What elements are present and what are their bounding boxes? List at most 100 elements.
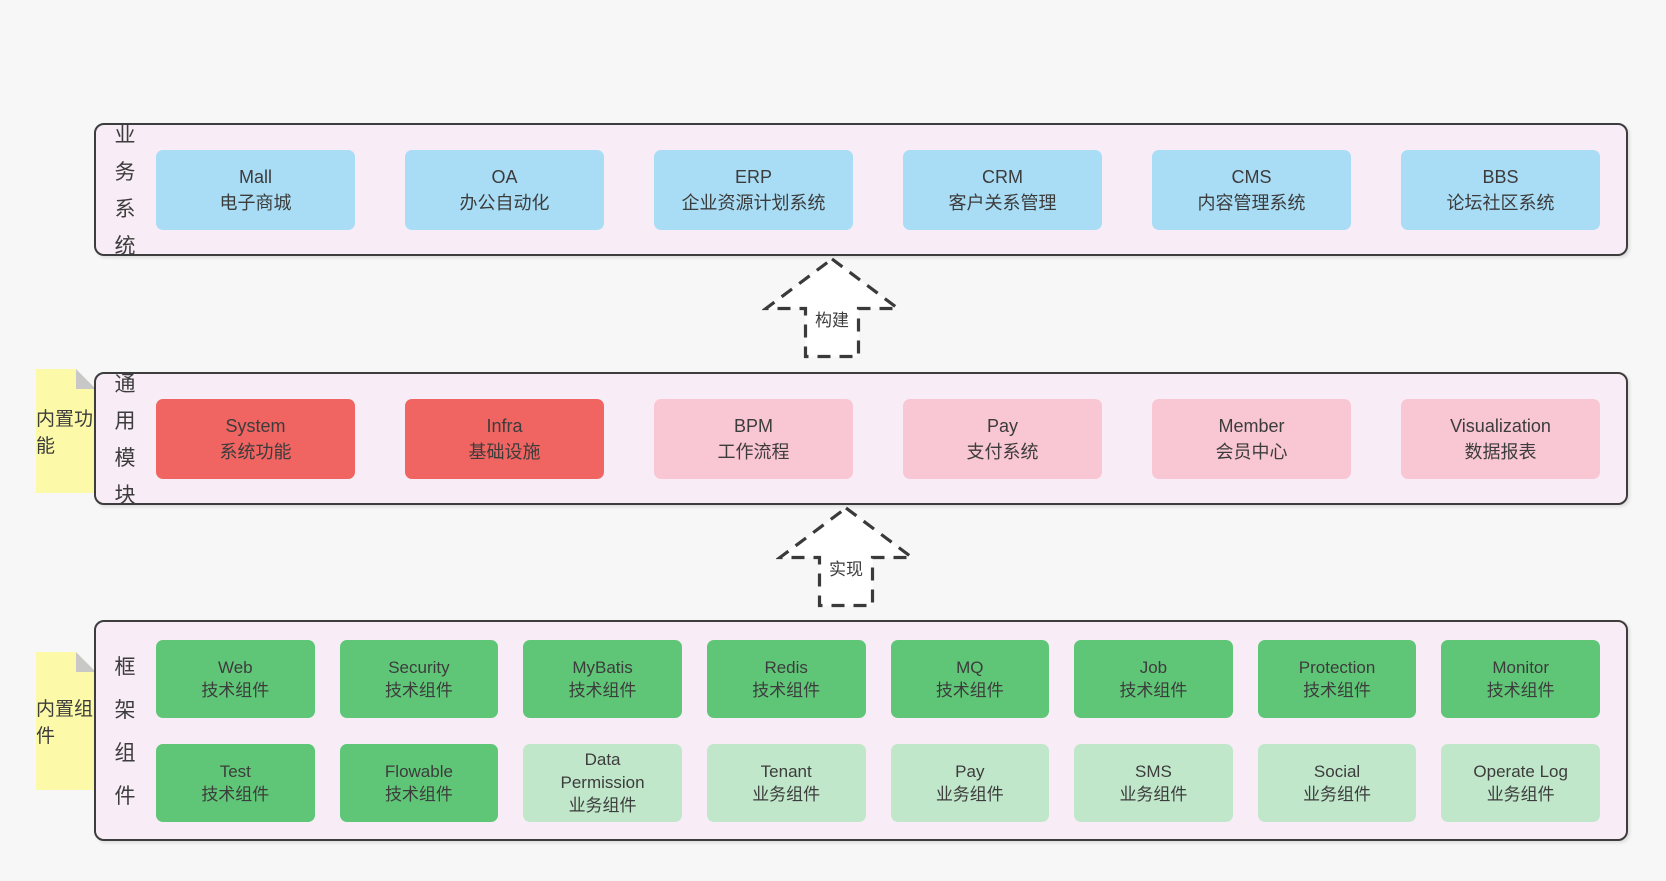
box-desc: 业务组件 <box>568 796 637 815</box>
box-desc: 业务组件 <box>1486 784 1555 804</box>
box-name: Job <box>1139 657 1168 677</box>
box-name: System <box>225 415 286 436</box>
label-char: 统 <box>114 235 136 258</box>
box-name: Test <box>219 761 251 781</box>
build-arrow-label: 构建 <box>815 311 849 330</box>
box-desc: 业务组件 <box>935 784 1004 804</box>
label-char: 架 <box>114 699 136 722</box>
sticky-note-label: 内置组件 <box>36 694 96 748</box>
sticky-note-builtin-components: 内置组件 <box>36 652 96 790</box>
box-monitor: Monitor 技术组件 <box>1441 639 1600 718</box>
box-desc: 会员中心 <box>1215 441 1288 462</box>
box-name: Data Permission <box>560 750 645 792</box>
box-desc: 系统功能 <box>219 441 292 462</box>
label-char: 件 <box>36 726 56 747</box>
box-name: OA <box>491 166 518 187</box>
box-name: Pay <box>955 761 985 781</box>
box-protection: Protection 技术组件 <box>1257 639 1417 718</box>
box-sms: SMS 业务组件 <box>1074 743 1233 822</box>
box-desc: 数据报表 <box>1464 441 1537 462</box>
box-name: Redis <box>764 657 808 677</box>
label-char: 内 <box>36 699 56 720</box>
box-name: Social <box>1313 761 1361 781</box>
box-name: Visualization <box>1450 415 1551 436</box>
label-char: 业 <box>114 124 136 147</box>
box-name: Member <box>1218 415 1285 436</box>
box-name: Protection <box>1298 657 1376 677</box>
box-desc: 内容管理系统 <box>1197 192 1306 213</box>
box-name: BPM <box>733 415 773 436</box>
box-name: Infra <box>486 415 523 436</box>
box-data-permission: Data Permission 业务组件 <box>523 743 682 822</box>
section-label-framework-components: 框架组件 <box>108 651 142 810</box>
up-arrow-icon <box>776 506 916 608</box>
label-char: 框 <box>114 656 136 679</box>
box-desc: 工作流程 <box>717 441 790 462</box>
label-char: 组 <box>74 699 94 720</box>
label-char: 能 <box>36 436 56 457</box>
box-social: Social 业务组件 <box>1257 743 1417 822</box>
sticky-note-label: 内置功能 <box>36 404 96 458</box>
box-name: MQ <box>956 657 984 677</box>
folded-corner-icon <box>76 652 96 672</box>
box-oa: OA 办公自动化 <box>405 149 604 230</box>
box-desc: 办公自动化 <box>459 192 550 213</box>
box-desc: 论坛社区系统 <box>1446 192 1555 213</box>
box-desc: 技术组件 <box>752 680 821 700</box>
section-label-common-modules: 通用模块 <box>108 368 142 509</box>
box-name: ERP <box>734 166 772 187</box>
box-desc: 业务组件 <box>1303 784 1372 804</box>
section-label-business-systems: 业务系统 <box>108 119 142 260</box>
folded-corner-icon <box>76 369 96 389</box>
box-name: Mall <box>238 166 272 187</box>
box-desc: 技术组件 <box>1119 680 1188 700</box>
box-name: BBS <box>1482 166 1519 187</box>
label-char: 组 <box>114 742 136 765</box>
up-arrow-icon <box>762 257 902 359</box>
box-job: Job 技术组件 <box>1074 639 1233 718</box>
box-desc: 技术组件 <box>1303 680 1372 700</box>
label-char: 务 <box>114 161 136 184</box>
label-char: 功 <box>74 409 94 430</box>
label-char: 件 <box>114 785 136 808</box>
box-desc: 技术组件 <box>1486 680 1555 700</box>
label-char: 块 <box>114 484 136 507</box>
box-name: Web <box>217 657 253 677</box>
label-char: 内 <box>36 409 56 430</box>
box-desc: 技术组件 <box>935 680 1004 700</box>
box-name: MyBatis <box>572 657 633 677</box>
label-char: 用 <box>114 410 136 433</box>
box-name: Monitor <box>1492 657 1550 677</box>
box-name: Operate Log <box>1473 761 1568 781</box>
box-name: CMS <box>1231 166 1272 187</box>
box-desc: 客户关系管理 <box>948 192 1057 213</box>
label-char: 置 <box>55 699 75 720</box>
box-desc: 业务组件 <box>752 784 821 804</box>
box-system: System 系统功能 <box>156 398 355 479</box>
box-desc: 业务组件 <box>1119 784 1188 804</box>
box-bbs: BBS 论坛社区系统 <box>1401 149 1600 230</box>
sticky-note-builtin-features: 内置功能 <box>36 369 96 493</box>
implement-arrow-label: 实现 <box>829 560 863 579</box>
label-char: 通 <box>114 373 136 396</box>
box-name: SMS <box>1135 761 1172 781</box>
box-member: Member 会员中心 <box>1152 398 1351 479</box>
box-desc: 技术组件 <box>568 680 637 700</box>
box-desc: 技术组件 <box>384 680 453 700</box>
